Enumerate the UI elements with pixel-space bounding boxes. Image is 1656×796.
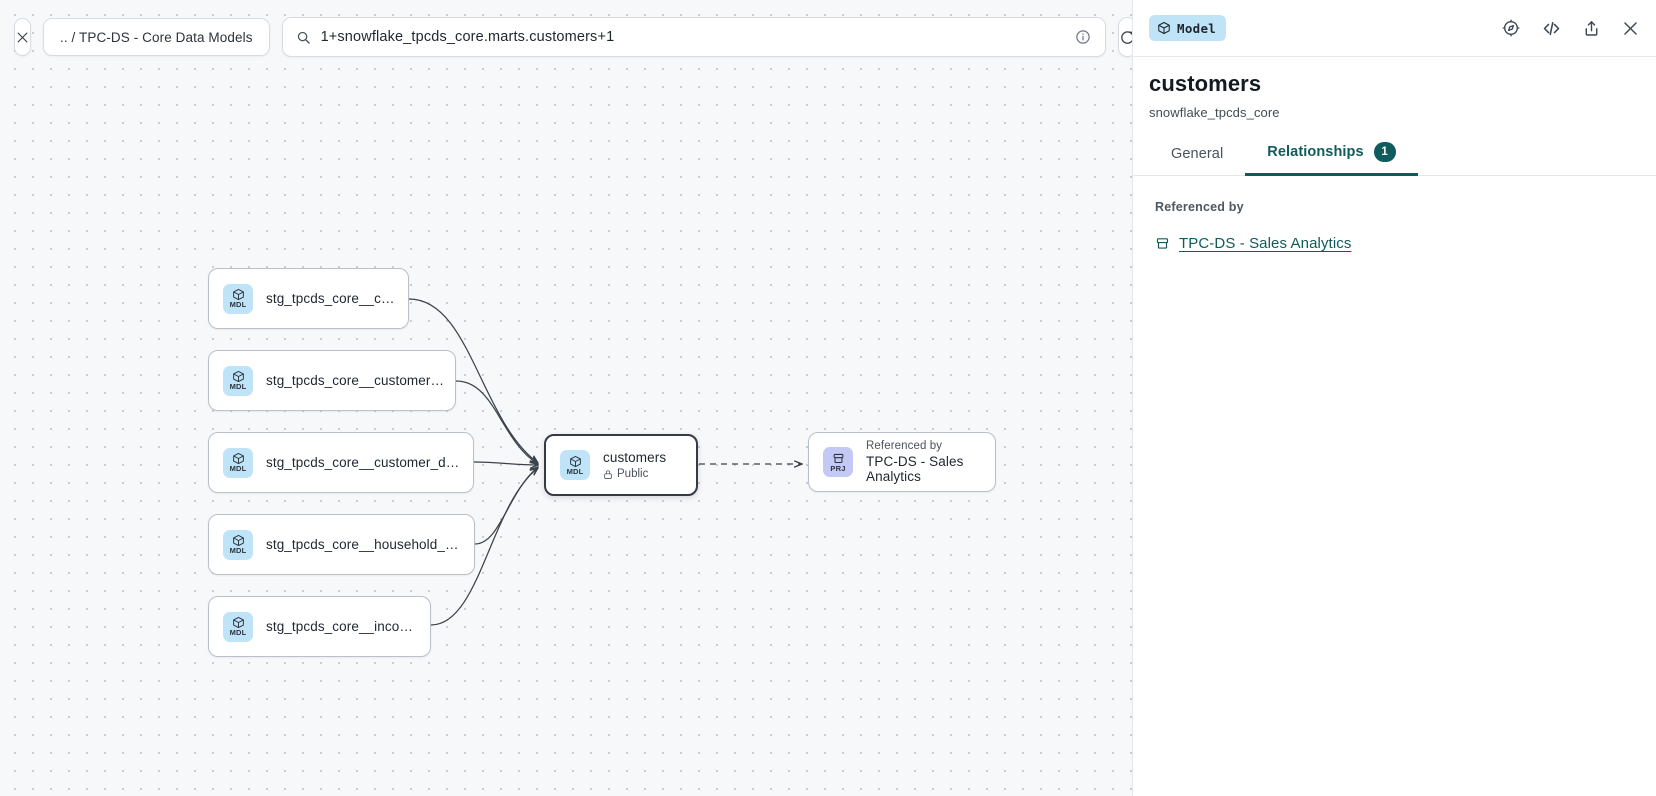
model-type-chip: MDL — [223, 529, 253, 560]
chip-label: MDL — [229, 546, 247, 555]
share-button[interactable] — [1582, 19, 1601, 38]
reference-link[interactable]: TPC-DS - Sales Analytics — [1179, 235, 1352, 252]
chip-label: PRJ — [830, 463, 846, 473]
model-type-chip: MDL — [223, 283, 253, 314]
lineage-node[interactable]: MDL stg_tpcds_core__customer_demogra… — [208, 432, 474, 493]
cube-icon — [569, 455, 581, 467]
chip-label: MDL — [229, 300, 247, 309]
tab-label: Relationships — [1267, 144, 1364, 160]
search-icon — [297, 31, 310, 44]
section-label: Referenced by — [1155, 200, 1244, 214]
model-type-chip: MDL — [223, 365, 253, 396]
code-icon — [1543, 21, 1560, 35]
chip-label: MDL — [229, 628, 247, 637]
lineage-edges — [408, 298, 1132, 626]
lineage-node[interactable]: MDL stg_tpcds_core__income_band — [208, 596, 431, 657]
node-label: stg_tpcds_core__income_band — [266, 619, 420, 634]
search-box[interactable]: 1+snowflake_tpcds_core.marts.customers+1 — [281, 17, 1106, 57]
panel-tabs: General Relationships 1 — [1133, 142, 1656, 176]
cube-icon — [232, 370, 244, 383]
node-label: stg_tpcds_core__customer_demogra… — [266, 455, 463, 470]
info-circle-icon[interactable] — [1075, 29, 1091, 45]
project-type-chip: PRJ — [823, 447, 853, 477]
close-icon — [1624, 21, 1637, 35]
lineage-node-selected[interactable]: MDL customers Public — [544, 434, 698, 496]
project-icon — [1156, 238, 1169, 249]
chip-label: MDL — [229, 464, 247, 473]
chip-label: MDL — [229, 382, 247, 391]
lineage-canvas[interactable]: MDL stg_tpcds_core__customer MDL stg_tpc… — [0, 0, 1132, 796]
node-access: Public — [603, 468, 666, 480]
panel-subtitle: snowflake_tpcds_core — [1149, 105, 1280, 120]
lineage-node-project[interactable]: PRJ Referenced by TPC-DS - Sales Analyti… — [808, 432, 996, 492]
view-code-button[interactable] — [1541, 18, 1562, 39]
cube-icon — [1158, 21, 1170, 35]
refresh-icon — [1120, 30, 1132, 44]
cube-icon — [232, 288, 244, 301]
node-access-label: Public — [617, 468, 649, 480]
node-label: stg_tpcds_core__customer_address — [266, 373, 445, 388]
refresh-button[interactable] — [1117, 17, 1132, 57]
tab-relationships[interactable]: Relationships 1 — [1245, 142, 1419, 176]
model-type-chip: MDL — [223, 447, 253, 478]
canvas-toolbar: .. / TPC-DS - Core Data Models 1+snowfla… — [0, 0, 1132, 74]
panel-content: Referenced by TPC-DS - Sales Analytics — [1133, 176, 1656, 252]
close-lineage-button[interactable] — [14, 18, 31, 56]
reference-item[interactable]: TPC-DS - Sales Analytics — [1155, 235, 1640, 252]
page-title: customers — [1149, 71, 1262, 96]
panel-header: Model — [1133, 0, 1656, 57]
panel-actions — [1501, 18, 1640, 39]
breadcrumb-label: .. / TPC-DS - Core Data Models — [60, 29, 253, 45]
close-panel-button[interactable] — [1621, 19, 1640, 38]
share-icon — [1585, 20, 1598, 36]
model-type-chip: MDL — [223, 611, 253, 642]
panel-heading: customers snowflake_tpcds_core — [1133, 57, 1656, 120]
node-label: stg_tpcds_core__customer — [266, 291, 398, 306]
search-input[interactable]: 1+snowflake_tpcds_core.marts.customers+1 — [320, 29, 615, 45]
type-badge-label: Model — [1177, 20, 1217, 36]
explore-button[interactable] — [1501, 18, 1521, 38]
lock-icon — [604, 469, 612, 479]
node-eyebrow: Referenced by — [866, 440, 943, 452]
type-badge: Model — [1149, 15, 1227, 41]
project-icon — [833, 453, 843, 463]
breadcrumb[interactable]: .. / TPC-DS - Core Data Models — [43, 18, 270, 56]
node-label: TPC-DS - Sales Analytics — [866, 454, 964, 484]
lineage-node[interactable]: MDL stg_tpcds_core__customer — [208, 268, 409, 329]
tab-label: General — [1171, 146, 1224, 162]
details-panel: Model — [1132, 0, 1656, 796]
cube-icon — [232, 616, 244, 629]
lineage-node[interactable]: MDL stg_tpcds_core__household_demogr… — [208, 514, 475, 575]
compass-icon — [1502, 19, 1520, 37]
model-type-chip: MDL — [560, 450, 590, 480]
chip-label: MDL — [566, 466, 584, 476]
lineage-node[interactable]: MDL stg_tpcds_core__customer_address — [208, 350, 456, 411]
tab-general[interactable]: General — [1149, 146, 1245, 175]
node-label: customers — [603, 450, 667, 465]
close-icon — [17, 32, 28, 42]
node-label: stg_tpcds_core__household_demogr… — [266, 537, 464, 552]
cube-icon — [232, 452, 244, 465]
tab-count-badge: 1 — [1373, 142, 1396, 162]
cube-icon — [232, 534, 244, 547]
